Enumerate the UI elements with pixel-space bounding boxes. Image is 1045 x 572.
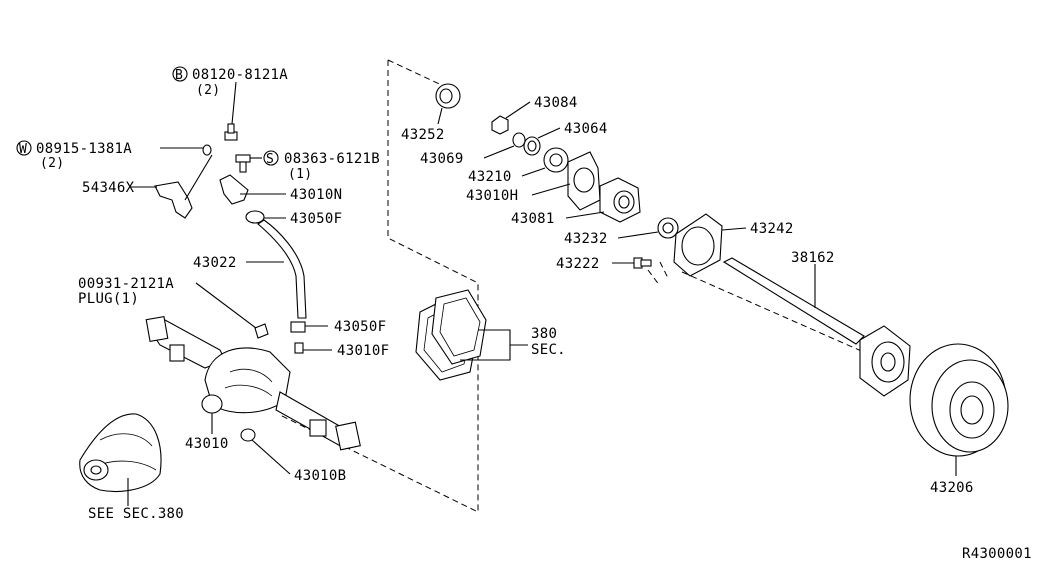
sec-ref-line1: 380: [531, 326, 557, 342]
vent-top-part: [219, 174, 286, 205]
drain-plug-part: [240, 428, 291, 475]
washer-w-part: [160, 144, 212, 156]
bolt-label: 43222: [556, 256, 600, 272]
gasket-plate-label: 43242: [750, 221, 794, 237]
hose-label: 43022: [193, 255, 237, 271]
brake-drum-part: [909, 343, 1009, 476]
clip-top-label: 43050F: [290, 211, 342, 227]
washer-w-qty: (2): [40, 156, 64, 171]
baffle-label: 43081: [511, 211, 555, 227]
oil-seal-part: [617, 217, 679, 239]
plug-name: PLUG(1): [78, 291, 139, 307]
washer-label: 43064: [564, 121, 608, 137]
baffle-part: [565, 177, 641, 223]
seal-outer-label: 43252: [401, 127, 445, 143]
bolt-b-number: 08120-8121A: [192, 67, 288, 83]
oil-seal-label: 43232: [564, 231, 608, 247]
axle-housing-part: [145, 315, 361, 451]
gasket-part: [415, 289, 487, 381]
brake-drum-label: 43206: [930, 480, 974, 496]
screw-s-part: [235, 154, 262, 173]
diagram-code: R4300001: [962, 546, 1032, 562]
bolt-b-marker: B: [175, 68, 183, 83]
screw-s-qty: (1): [288, 167, 312, 182]
screw-s-marker: S: [266, 152, 274, 167]
plug-part: [195, 282, 269, 339]
section-outline: [279, 59, 479, 513]
plug-number: 00931-2121A: [78, 276, 174, 292]
vent-bottom-label: 43010F: [337, 343, 389, 359]
screw-s-number: 08363-6121B: [284, 151, 380, 167]
bolt-b-part: [224, 81, 238, 141]
sec-ref-line2: SEC.: [531, 342, 566, 358]
axle-housing-label: 43010: [185, 436, 229, 452]
spacer-label: 43069: [420, 151, 464, 167]
bearing-part: [521, 147, 569, 177]
bearing-label: 43210: [468, 169, 512, 185]
sec-bracket-line: [460, 329, 528, 361]
clip-top-part: [245, 210, 286, 224]
bolt-b-marker-circle: [172, 66, 188, 82]
washer-w-marker: W: [19, 142, 27, 157]
clip-bottom-label: 43050F: [334, 319, 386, 335]
seal-outer-part: [435, 83, 461, 125]
hose-part: [257, 219, 307, 319]
washer-w-number: 08915-1381A: [36, 141, 132, 157]
axle-shaft-part: [722, 257, 911, 397]
screw-s-marker-circle: [263, 150, 279, 166]
vent-top-label: 43010N: [290, 187, 342, 203]
washer-w-marker-circle: [16, 140, 32, 156]
drain-label: 43010B: [294, 468, 346, 484]
bolt-b-qty: (2): [196, 83, 220, 98]
see-sec-label: SEE SEC.380: [88, 506, 184, 522]
bolt-axis-line: [647, 261, 669, 287]
clip-bottom-part: [290, 321, 328, 333]
washer-part: [523, 127, 561, 156]
bracket-part: [154, 181, 193, 219]
bolt-part: [612, 257, 652, 269]
vent-bottom-part: [294, 342, 332, 354]
nut-label: 43084: [534, 95, 578, 111]
nut-part: [491, 101, 531, 135]
bracket-label: 54346X: [82, 180, 135, 196]
bearing-cage-label: 43010H: [466, 188, 518, 204]
gasket-plate-part: [673, 213, 747, 277]
spacer-part: [483, 132, 526, 159]
carrier-part: [79, 413, 162, 492]
axle-shaft-label: 38162: [791, 250, 835, 266]
